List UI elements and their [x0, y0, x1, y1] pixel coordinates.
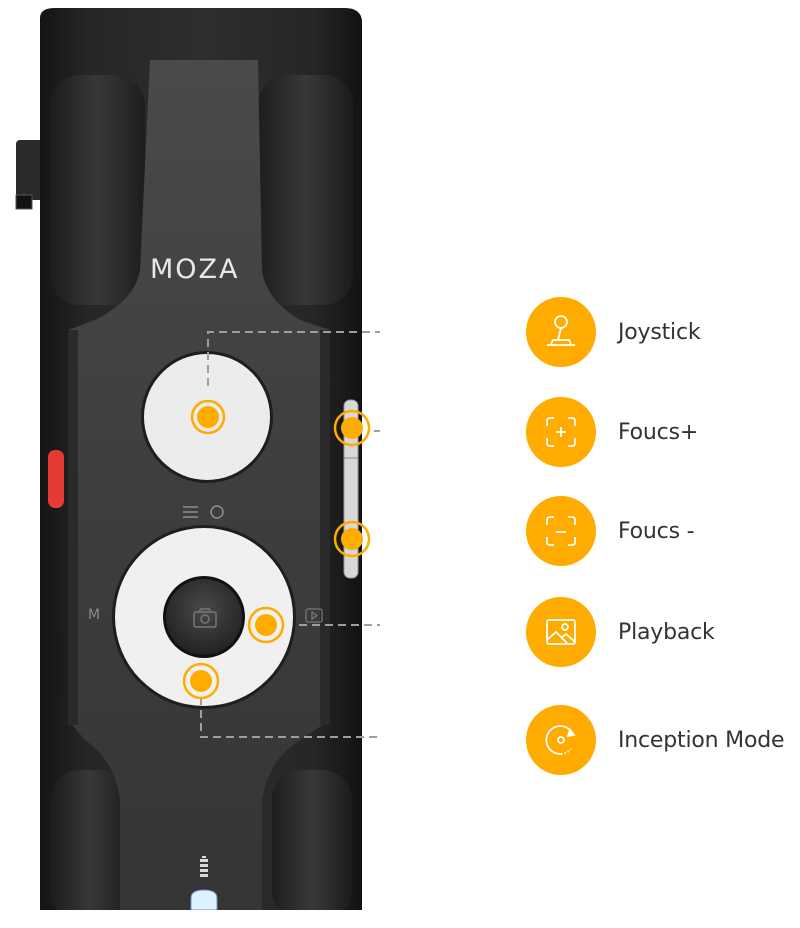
hotspot-joystick — [190, 399, 226, 435]
focus-minus-icon — [526, 496, 596, 566]
hotspot-focus-plus — [333, 409, 371, 447]
playback-glyph — [305, 608, 323, 623]
status-led — [190, 889, 218, 911]
battery-indicator — [200, 856, 208, 877]
feature-inception-mode: Inception Mode — [526, 705, 785, 775]
feature-label: Playback — [618, 619, 715, 645]
side-port — [16, 140, 44, 200]
camera-icon — [193, 608, 217, 628]
record-button — [48, 450, 64, 508]
feature-focus-minus: Foucs - — [526, 496, 695, 566]
feature-label: Joystick — [618, 319, 701, 345]
shutter-button — [166, 579, 242, 655]
brand-logo: MOZA — [150, 254, 240, 285]
rotate-icon — [526, 705, 596, 775]
feature-label: Foucs+ — [618, 419, 699, 445]
hotspot-playback — [247, 606, 285, 644]
feature-joystick: Joystick — [526, 297, 701, 367]
feature-focus-plus: Foucs+ — [526, 397, 698, 467]
image-icon — [526, 597, 596, 667]
hotspot-inception-mode — [182, 662, 220, 700]
feature-label: Foucs - — [618, 518, 695, 544]
feature-playback: Playback — [526, 597, 715, 667]
hotspot-focus-minus — [333, 520, 371, 558]
gimbal-handle-illustration: MOZA M — [0, 0, 508, 920]
mode-button-label: M — [88, 607, 101, 623]
feature-label: Inception Mode — [618, 727, 785, 753]
hotspot-markers — [182, 399, 371, 700]
joystick-icon — [526, 297, 596, 367]
focus-plus-icon — [526, 397, 596, 467]
